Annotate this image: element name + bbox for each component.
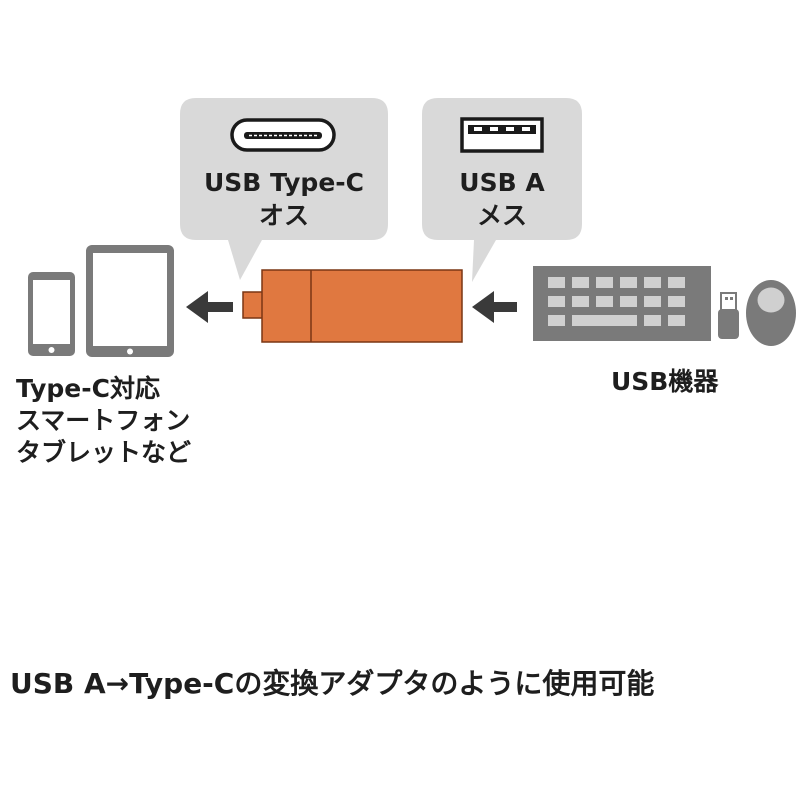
caption: USB A→Type-Cの変換アダプタのように使用可能 bbox=[10, 667, 655, 700]
keyboard-icon bbox=[533, 266, 711, 341]
right-device-label: USB機器 bbox=[611, 367, 719, 396]
tablet-icon bbox=[86, 245, 174, 357]
usba-bubble-label: USB A メス bbox=[422, 166, 582, 232]
usba-bubble-line1: USB A bbox=[459, 168, 545, 197]
usb-a-port-icon bbox=[460, 117, 544, 153]
smartphone-icon bbox=[28, 272, 75, 356]
typec-bubble-label: USB Type-C オス bbox=[180, 166, 388, 232]
usb-type-c-port-icon bbox=[230, 118, 336, 152]
typec-bubble-line2: オス bbox=[258, 201, 309, 230]
usb-dongle-icon bbox=[718, 292, 739, 339]
typec-bubble-line1: USB Type-C bbox=[203, 168, 365, 197]
arrow-left-icon bbox=[186, 291, 233, 323]
left-device-line2: スマートフォン bbox=[16, 406, 191, 435]
mouse-icon bbox=[746, 280, 796, 346]
left-device-label: Type-C対応 スマートフォン タブレットなど bbox=[16, 373, 191, 469]
usb-adapter-icon bbox=[242, 269, 463, 343]
left-device-line3: タブレットなど bbox=[16, 438, 192, 467]
left-device-line1: Type-C対応 bbox=[16, 374, 160, 403]
usba-bubble bbox=[422, 98, 582, 282]
usba-bubble-line2: メス bbox=[476, 201, 527, 230]
typec-bubble bbox=[180, 98, 388, 280]
arrow-left-icon-right bbox=[472, 291, 517, 323]
